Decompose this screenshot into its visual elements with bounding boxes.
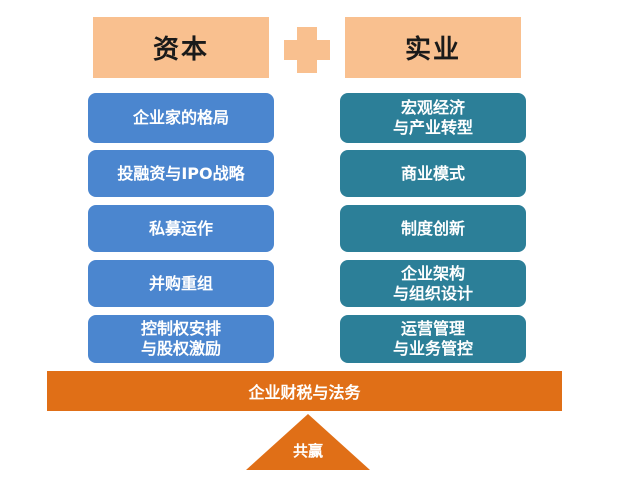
fulcrum-label: 共赢 <box>276 440 340 462</box>
header-capital: 资本 <box>93 17 269 78</box>
industry-item-label: 运营管理 与业务管控 <box>392 319 473 358</box>
capital-item-label: 控制权安排 与股权激励 <box>140 319 221 358</box>
capital-item-1: 企业家的格局 <box>88 93 274 143</box>
capital-item-label: 企业家的格局 <box>132 108 229 127</box>
fulcrum-label-text: 共赢 <box>292 442 323 460</box>
capital-item-5: 控制权安排 与股权激励 <box>88 315 274 363</box>
header-capital-label: 资本 <box>152 35 209 65</box>
base-bar: 企业财税与法务 <box>47 371 562 411</box>
industry-item-1: 宏观经济 与产业转型 <box>340 93 526 143</box>
industry-item-3: 制度创新 <box>340 205 526 252</box>
plus-icon <box>284 27 330 73</box>
capital-item-label: 私募运作 <box>148 218 213 238</box>
capital-item-label: 并购重组 <box>148 273 213 293</box>
industry-item-5: 运营管理 与业务管控 <box>340 315 526 363</box>
capital-item-2: 投融资与IPO战略 <box>88 150 274 197</box>
capital-item-4: 并购重组 <box>88 260 274 307</box>
capital-item-label: 投融资与IPO战略 <box>117 163 245 183</box>
header-industry: 实业 <box>345 17 521 78</box>
industry-item-label: 企业架构 与组织设计 <box>392 263 473 303</box>
fulcrum-triangle-icon <box>246 414 370 470</box>
industry-item-label: 制度创新 <box>400 218 465 238</box>
industry-item-2: 商业模式 <box>340 150 526 197</box>
industry-item-label: 宏观经济 与产业转型 <box>392 98 473 137</box>
industry-item-label: 商业模式 <box>400 163 465 183</box>
header-industry-label: 实业 <box>404 35 461 65</box>
base-bar-label: 企业财税与法务 <box>248 383 361 402</box>
capital-item-3: 私募运作 <box>88 205 274 252</box>
industry-item-4: 企业架构 与组织设计 <box>340 260 526 307</box>
